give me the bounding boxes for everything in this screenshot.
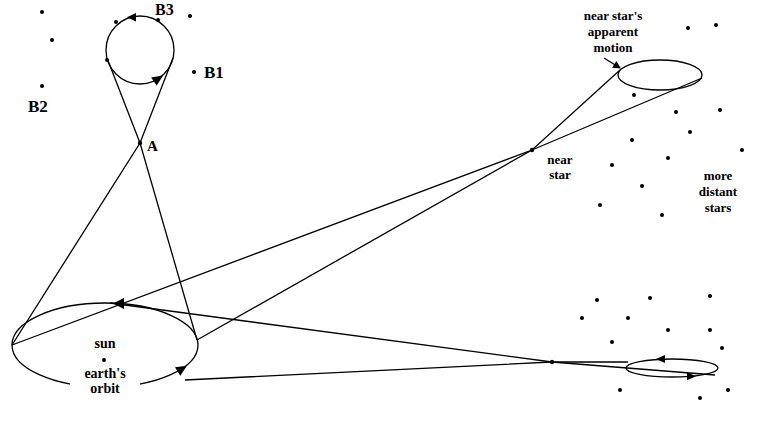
star-label: near star <box>538 152 582 182</box>
label-text: sun <box>88 336 122 352</box>
apparent-circle <box>106 16 174 84</box>
stars-label: more distant stars <box>688 168 748 216</box>
background-stars <box>40 10 744 400</box>
sun-label: sun <box>88 336 122 352</box>
apparent-motion-ellipse <box>626 359 718 377</box>
pointer-line <box>604 58 616 66</box>
sight-line <box>185 362 628 380</box>
label-text: more distant stars <box>688 168 748 216</box>
star-dot <box>138 141 142 145</box>
sight-line <box>12 78 702 345</box>
orbit-label: earth's orbit <box>70 366 140 396</box>
apparent-motion-ellipse <box>618 60 702 90</box>
sight-line <box>12 58 173 345</box>
star-label: A <box>147 137 158 155</box>
star-label: B2 <box>28 98 48 116</box>
sight-line <box>197 70 620 340</box>
sight-line <box>107 58 197 340</box>
label-text: near star <box>538 152 582 182</box>
label-text: B1 <box>204 64 224 82</box>
label-text: B3 <box>155 2 174 18</box>
orbit-arrow <box>175 366 187 376</box>
label-text: B2 <box>28 98 48 116</box>
star-dot <box>530 148 534 152</box>
label-text: near star's apparent motion <box>571 8 655 56</box>
pointer-arrow <box>612 61 621 69</box>
circle-arrow <box>151 75 163 85</box>
label-text: A <box>147 138 158 154</box>
ellipse-arrow <box>656 355 665 363</box>
star-label: B3 <box>155 1 174 19</box>
star-label: B1 <box>204 64 224 82</box>
circle-arrow <box>127 13 136 22</box>
sun-dot <box>102 358 106 362</box>
star-dot <box>550 360 554 364</box>
label-text: earth's orbit <box>70 366 140 396</box>
motion-label: near star's apparent motion <box>571 8 655 56</box>
ellipse-arrow <box>687 372 696 380</box>
sight-line <box>110 303 715 375</box>
